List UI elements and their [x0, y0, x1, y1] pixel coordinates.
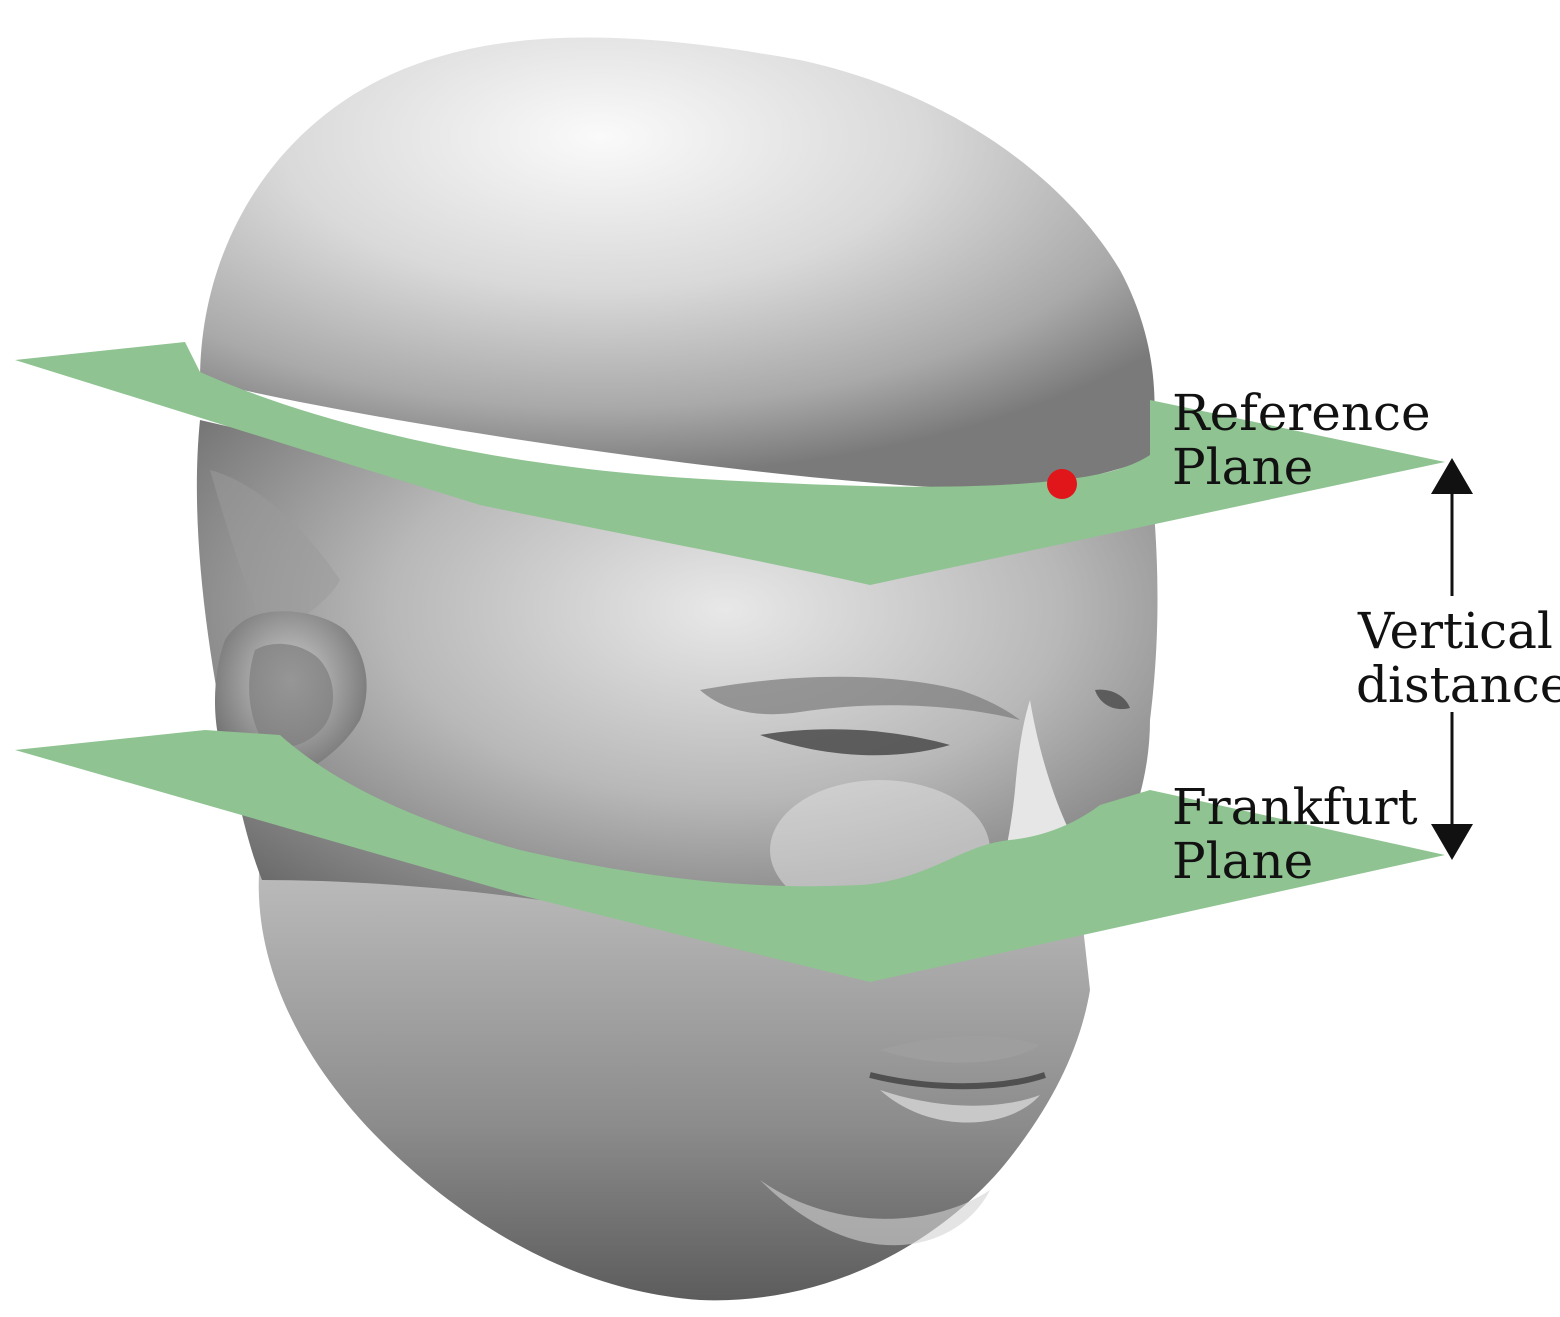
- reference-plane-label-line1: Reference: [1172, 388, 1431, 438]
- head-mesh: [197, 38, 1158, 1301]
- landmark-point: [1047, 469, 1077, 499]
- frankfurt-plane-label-line2: Plane: [1172, 836, 1313, 886]
- reference-plane-label-line2: Plane: [1172, 442, 1313, 492]
- vertical-distance-label-line1: Vertical: [1358, 606, 1553, 656]
- vertical-distance-label-line2: distance: [1356, 660, 1560, 710]
- frankfurt-plane-label-line1: Frankfurt: [1172, 782, 1418, 832]
- skull-dome: [200, 38, 1155, 490]
